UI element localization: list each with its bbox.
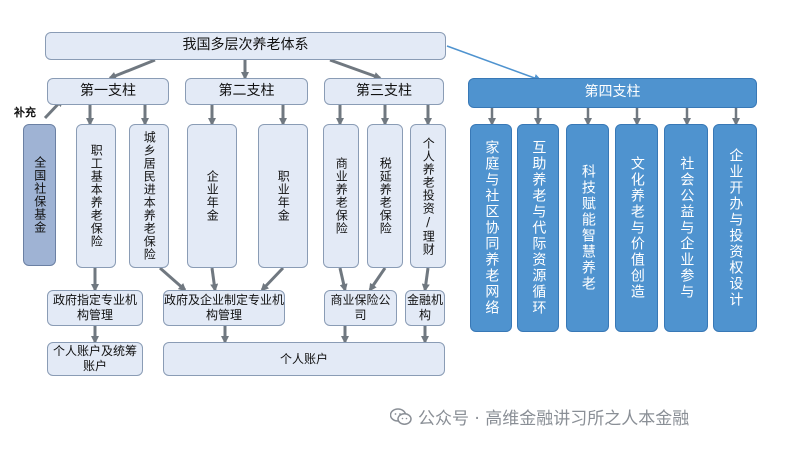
pillar-2-box: 第二支柱 [185,78,308,105]
pillar1-item-national-fund: 全国社保基金 [23,124,56,266]
account-label: 个人账户 [279,351,328,366]
pillar3-item-label: 个人养老投资/理财 [421,136,436,256]
watermark-text: 公众号 · 高维金融讲习所之人本金融 [418,409,690,429]
pillar1-item-label: 职工基本养老保险 [89,144,104,248]
pillar-1-label: 第一支柱 [80,82,136,99]
pillar4-item-family-community: 家庭与社区协同养老网络 [470,124,512,332]
mgmt-label: 金融机构 [406,293,443,322]
pillar1-item-label: 城乡居民进本养老保险 [142,131,157,261]
mgmt-label: 政府及企业制定专业机构管理 [164,293,285,322]
mgmt-gov-designated: 政府指定专业机构管理 [47,290,143,326]
top-title: 我国多层次养老体系 [182,37,309,54]
pillar2-item-enterprise-annuity: 企业年金 [187,124,237,268]
pillar4-item-public-welfare: 社会公益与企业参与 [664,124,708,332]
pillar4-item-label: 互助养老与代际资源循环 [530,140,547,316]
pillar-3-box: 第三支柱 [324,78,444,105]
pillar4-item-label: 社会公益与企业参与 [678,156,695,300]
pillar-4-label: 第四支柱 [584,84,641,101]
pillar-4-box: 第四支柱 [468,78,757,108]
pillar4-item-mutual-aid: 互助养老与代际资源循环 [517,124,559,332]
mgmt-gov-enterprise: 政府及企业制定专业机构管理 [163,290,285,326]
pillar4-item-culture: 文化养老与价值创造 [615,124,658,332]
mgmt-financial-inst: 金融机构 [405,290,445,326]
pillar-2-label: 第二支柱 [218,82,275,99]
pillar3-item-personal-invest: 个人养老投资/理财 [410,124,446,268]
top-title-box: 我国多层次养老体系 [45,32,446,60]
pillar3-item-tax-deferred: 税延养老保险 [367,124,403,268]
pillar-3-label: 第三支柱 [356,82,412,99]
pillar3-item-commercial: 商业养老保险 [323,124,359,268]
pillar4-item-enterprise-investment: 企业开办与投资权设计 [713,124,757,332]
account-label: 个人账户及统筹账户 [52,344,137,373]
pillar1-item-resident-insurance: 城乡居民进本养老保险 [129,124,169,268]
mgmt-commercial-insurer: 商业保险公司 [324,290,397,326]
pillar2-item-label: 企业年金 [205,170,220,222]
pillar3-item-label: 税延养老保险 [378,157,393,235]
account-personal: 个人账户 [163,342,445,376]
mgmt-label: 商业保险公司 [330,293,391,322]
wechat-icon [390,407,412,425]
supplement-label: 补充 [14,106,36,119]
watermark: 公众号 · 高维金融讲习所之人本金融 [390,404,689,429]
pillar1-item-label: 全国社保基金 [32,156,47,234]
pillar-1-box: 第一支柱 [47,78,169,105]
pillar2-item-label: 职业年金 [276,170,291,222]
pillar4-item-tech-smart: 科技赋能智慧养老 [566,124,609,332]
pillar4-item-label: 科技赋能智慧养老 [579,164,596,292]
pillar2-item-occupational-annuity: 职业年金 [258,124,308,268]
pillar3-item-label: 商业养老保险 [334,157,349,235]
pillar4-item-label: 文化养老与价值创造 [628,156,645,300]
pillar4-item-label: 家庭与社区协同养老网络 [483,140,500,316]
pillar1-item-employee-insurance: 职工基本养老保险 [76,124,116,268]
pillar4-item-label: 企业开办与投资权设计 [727,148,744,308]
mgmt-label: 政府指定专业机构管理 [52,293,137,322]
account-personal-pooled: 个人账户及统筹账户 [47,342,143,376]
